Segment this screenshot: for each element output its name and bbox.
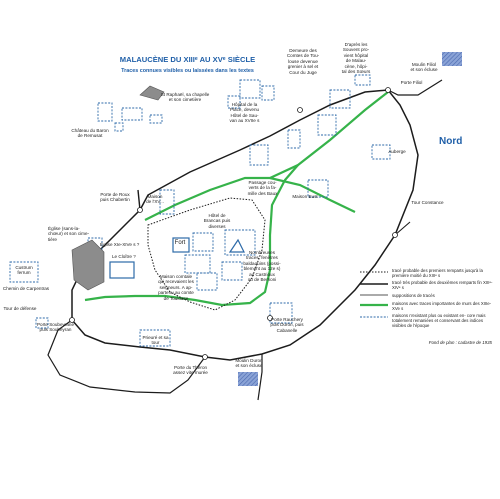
label-cloitre: Le Cloître ? <box>112 254 136 259</box>
label-passage-couverts: Passage cou- verts de la fa- mille des B… <box>247 180 278 196</box>
label-tour-constance: Tour Constance <box>411 200 444 205</box>
label-porte-rauchery: Porte Rauchery puis Duron, puis Cabanell… <box>270 317 304 333</box>
label-auberge: Auberge <box>388 149 406 154</box>
map-title: MALAUCÈNE DU XIIIᵉ AU XVᵉ SIÈCLE <box>119 55 256 64</box>
label-hotel-brancas: Hôtel de Brancas puis diverses <box>203 213 231 229</box>
south-road <box>257 354 263 401</box>
label-fort: Fort <box>174 240 186 246</box>
label-prieure: Prieuré et sa tour <box>142 335 169 346</box>
label-eglise-xve: Église XIe-XIVe s ? <box>100 242 140 247</box>
label-custrum: Custrum ferrum <box>15 265 33 276</box>
label-maison-eust: Maison Eust <box>292 194 318 199</box>
label-maison-veterans: Maison de l'XV... <box>146 194 164 205</box>
label-tour-defense: Tour de défense <box>3 306 37 311</box>
label-moulin-duron: Moulin Duron et son écluse <box>235 358 263 369</box>
east-road <box>387 79 443 96</box>
source-note: Fond de plan : cadastre de 1935 <box>428 340 492 345</box>
st-raphael-chapel <box>139 85 165 101</box>
gates <box>69 87 398 360</box>
solid-buildings <box>109 237 245 279</box>
tour-constance-road <box>394 221 411 236</box>
church-building <box>71 239 105 291</box>
first-rampart-east <box>269 176 356 213</box>
map-subtitle: Traces connues visibles ou laissées dans… <box>121 68 254 74</box>
legend-item-4: maisons avec traces importantes de murs … <box>392 301 492 311</box>
label-porte-roux: Porte de Roux puis Chabertin <box>100 192 130 203</box>
north-label: Nord <box>439 136 463 147</box>
label-maison-comtale: Maison comtale qui recevaient les seigne… <box>158 274 194 301</box>
label-hopital-place: Hôpital de la Place, devenu Hôtel de Sau… <box>229 102 260 124</box>
label-chateau-baron: Château du Baron de Remusat <box>71 128 109 139</box>
second-rampart-wall <box>71 89 419 361</box>
northwest-wall <box>137 189 141 211</box>
label-apres-souvent: D'après les Souvent pro- vient hôpital d… <box>341 42 371 75</box>
first-rampart-inner <box>84 164 299 307</box>
moulin-filiol-area <box>442 52 462 66</box>
label-st-raphael: St Raphaël, sa chapelle et son cimetière <box>160 92 210 103</box>
dashed-buildings <box>9 74 391 347</box>
probable-first-rampart <box>147 197 266 311</box>
legend-item-1: tracé probable des premiers remparts jus… <box>392 268 483 278</box>
label-nombreuses-traces: Nombreuses traces, fenêtres baldaquins (… <box>243 250 281 283</box>
label-porte-filiol: Porte Filiol <box>400 80 423 85</box>
label-porte-soubeyran: Porte Soubeyrane puis Soubeyran <box>36 322 75 333</box>
legend-item-5: maisons n'existant plus ou existant en- … <box>392 313 486 328</box>
legend-item-2: tracé très probable des deuxièmes rempar… <box>392 280 493 290</box>
label-demeure-comtes: Demeure des Comtes de Tou- louse devenue… <box>286 48 320 75</box>
label-porte-theron: Porte du Théron assez vite murée <box>173 365 208 376</box>
label-moulin-filiol: Moulin Filiol et son écluse <box>410 62 438 73</box>
label-chemin-carpentras: Chemin de Carpentras <box>2 286 50 291</box>
moulin-duron-area <box>238 372 258 386</box>
label-eglise-cime: Église (sans-la- chœur) et son cime- tiè… <box>48 226 90 242</box>
southwest-road <box>47 319 206 394</box>
legend-item-3: suppositions de tracés <box>392 293 435 298</box>
legend-samples <box>360 271 388 318</box>
